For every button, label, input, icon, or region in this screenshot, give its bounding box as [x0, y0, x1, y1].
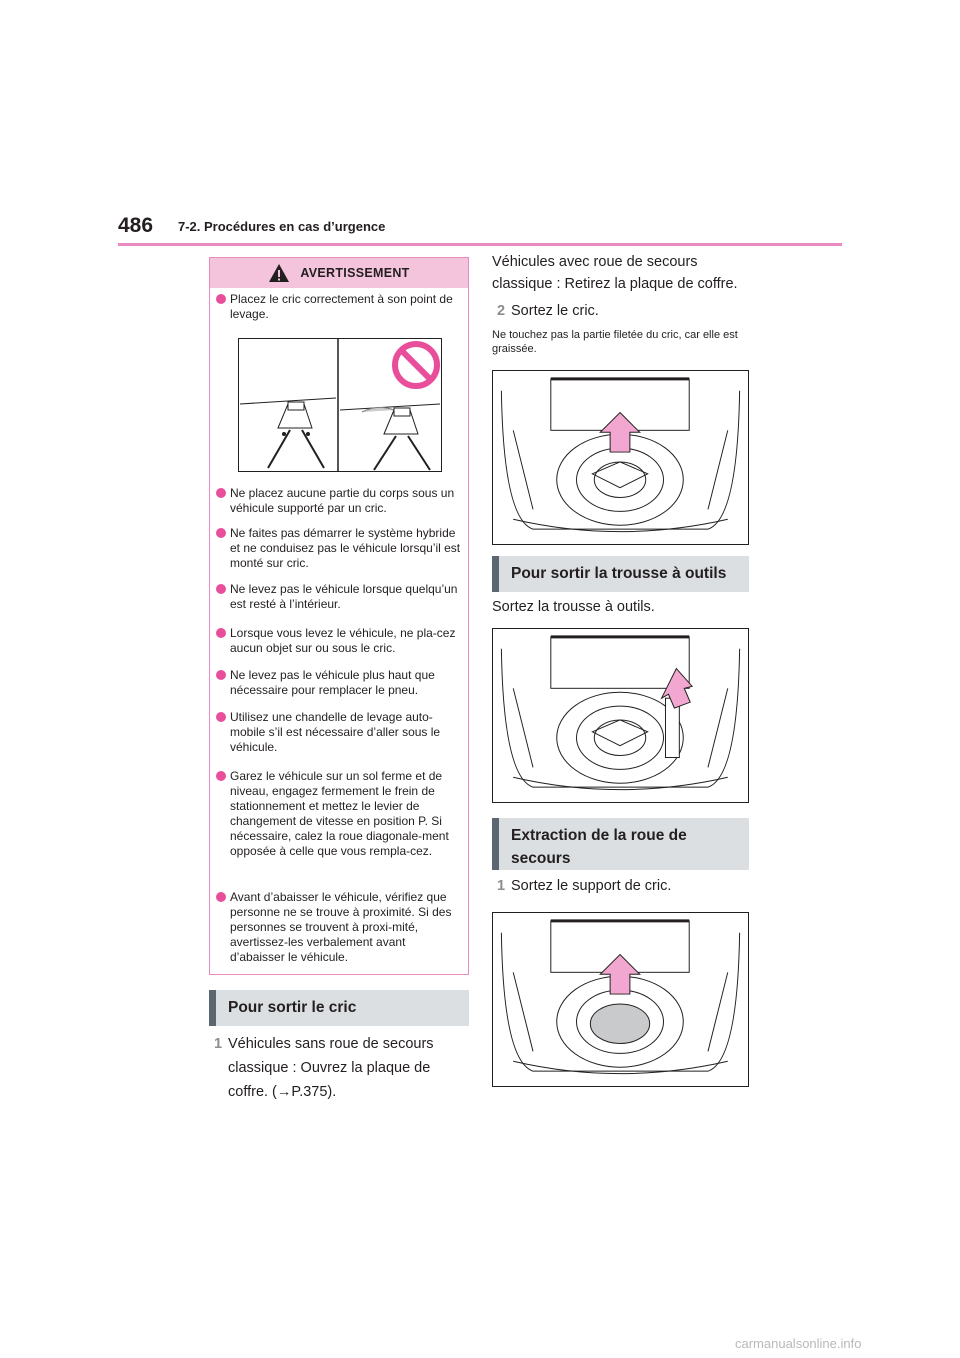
bullet-icon — [216, 294, 226, 304]
bullet-icon — [216, 584, 226, 594]
step-1: 1 Véhicules sans roue de secours classiq… — [214, 1032, 464, 1104]
watermark: carmanualsonline.info — [735, 1336, 862, 1351]
step-2: 2 Sortez le cric. — [497, 299, 747, 323]
step-1-spare: 1 Sortez le support de cric. — [497, 874, 747, 898]
bullet-icon — [216, 771, 226, 781]
bullet-icon — [216, 628, 226, 638]
trunk-illustration-jack — [492, 370, 749, 545]
section-title: 7-2. Procédures en cas d’urgence — [178, 219, 386, 234]
jack-placement-figure — [238, 338, 442, 472]
section-header-tools: Pour sortir la trousse à outils — [492, 556, 749, 592]
warning-item: Ne levez pas le véhicule plus haut que n… — [216, 668, 462, 698]
warning-item: Avant d’abaisser le véhicule, vérifiez q… — [216, 890, 462, 965]
trunk-illustration-spare — [492, 912, 749, 1087]
step-number: 1 — [497, 878, 506, 894]
warning-item: Utilisez une chandelle de levage auto-mo… — [216, 710, 462, 755]
warning-box: AVERTISSEMENT Placez le cric correctemen… — [209, 257, 469, 975]
warning-item: Placez le cric correctement à son point … — [216, 292, 462, 322]
arrow-up-icon — [599, 953, 641, 995]
warning-item: Ne faites pas démarrer le système hybrid… — [216, 526, 462, 571]
section-header-spare: Extraction de la roue de secours — [492, 818, 749, 870]
arrow-up-icon — [660, 667, 694, 709]
bullet-icon — [216, 488, 226, 498]
warning-item: Ne placez aucune partie du corps sous un… — [216, 486, 462, 516]
warning-item: Lorsque vous levez le véhicule, ne pla-c… — [216, 626, 462, 656]
section-header-jack: Pour sortir le cric — [209, 990, 469, 1026]
header-rule — [118, 243, 842, 246]
step-number: 1 — [214, 1036, 223, 1052]
warning-header: AVERTISSEMENT — [210, 258, 468, 288]
warning-item: Ne levez pas le véhicule lorsque quelqu’… — [216, 582, 462, 612]
warning-item: Garez le véhicule sur un sol ferme et de… — [216, 769, 462, 859]
bullet-icon — [216, 892, 226, 902]
bullet-icon — [216, 712, 226, 722]
warning-title: AVERTISSEMENT — [300, 266, 410, 280]
step-1-continued: Véhicules avec roue de secours classique… — [492, 254, 738, 292]
trunk-illustration-tools — [492, 628, 749, 803]
prohibited-icon — [392, 341, 440, 389]
step-text: Véhicules sans roue de secours classique… — [228, 1036, 434, 1100]
step-text: Sortez le support de cric. — [511, 878, 672, 894]
tools-text: Sortez la trousse à outils. — [492, 599, 655, 615]
bullet-icon — [216, 670, 226, 680]
bullet-icon — [216, 528, 226, 538]
page-number: 486 — [118, 214, 154, 237]
warning-triangle-icon — [269, 264, 290, 282]
step-text: Sortez le cric. — [511, 303, 599, 319]
note-grease: Ne touchez pas la partie filetée du cric… — [492, 329, 738, 355]
step-number: 2 — [497, 303, 506, 319]
arrow-up-icon — [599, 411, 641, 453]
